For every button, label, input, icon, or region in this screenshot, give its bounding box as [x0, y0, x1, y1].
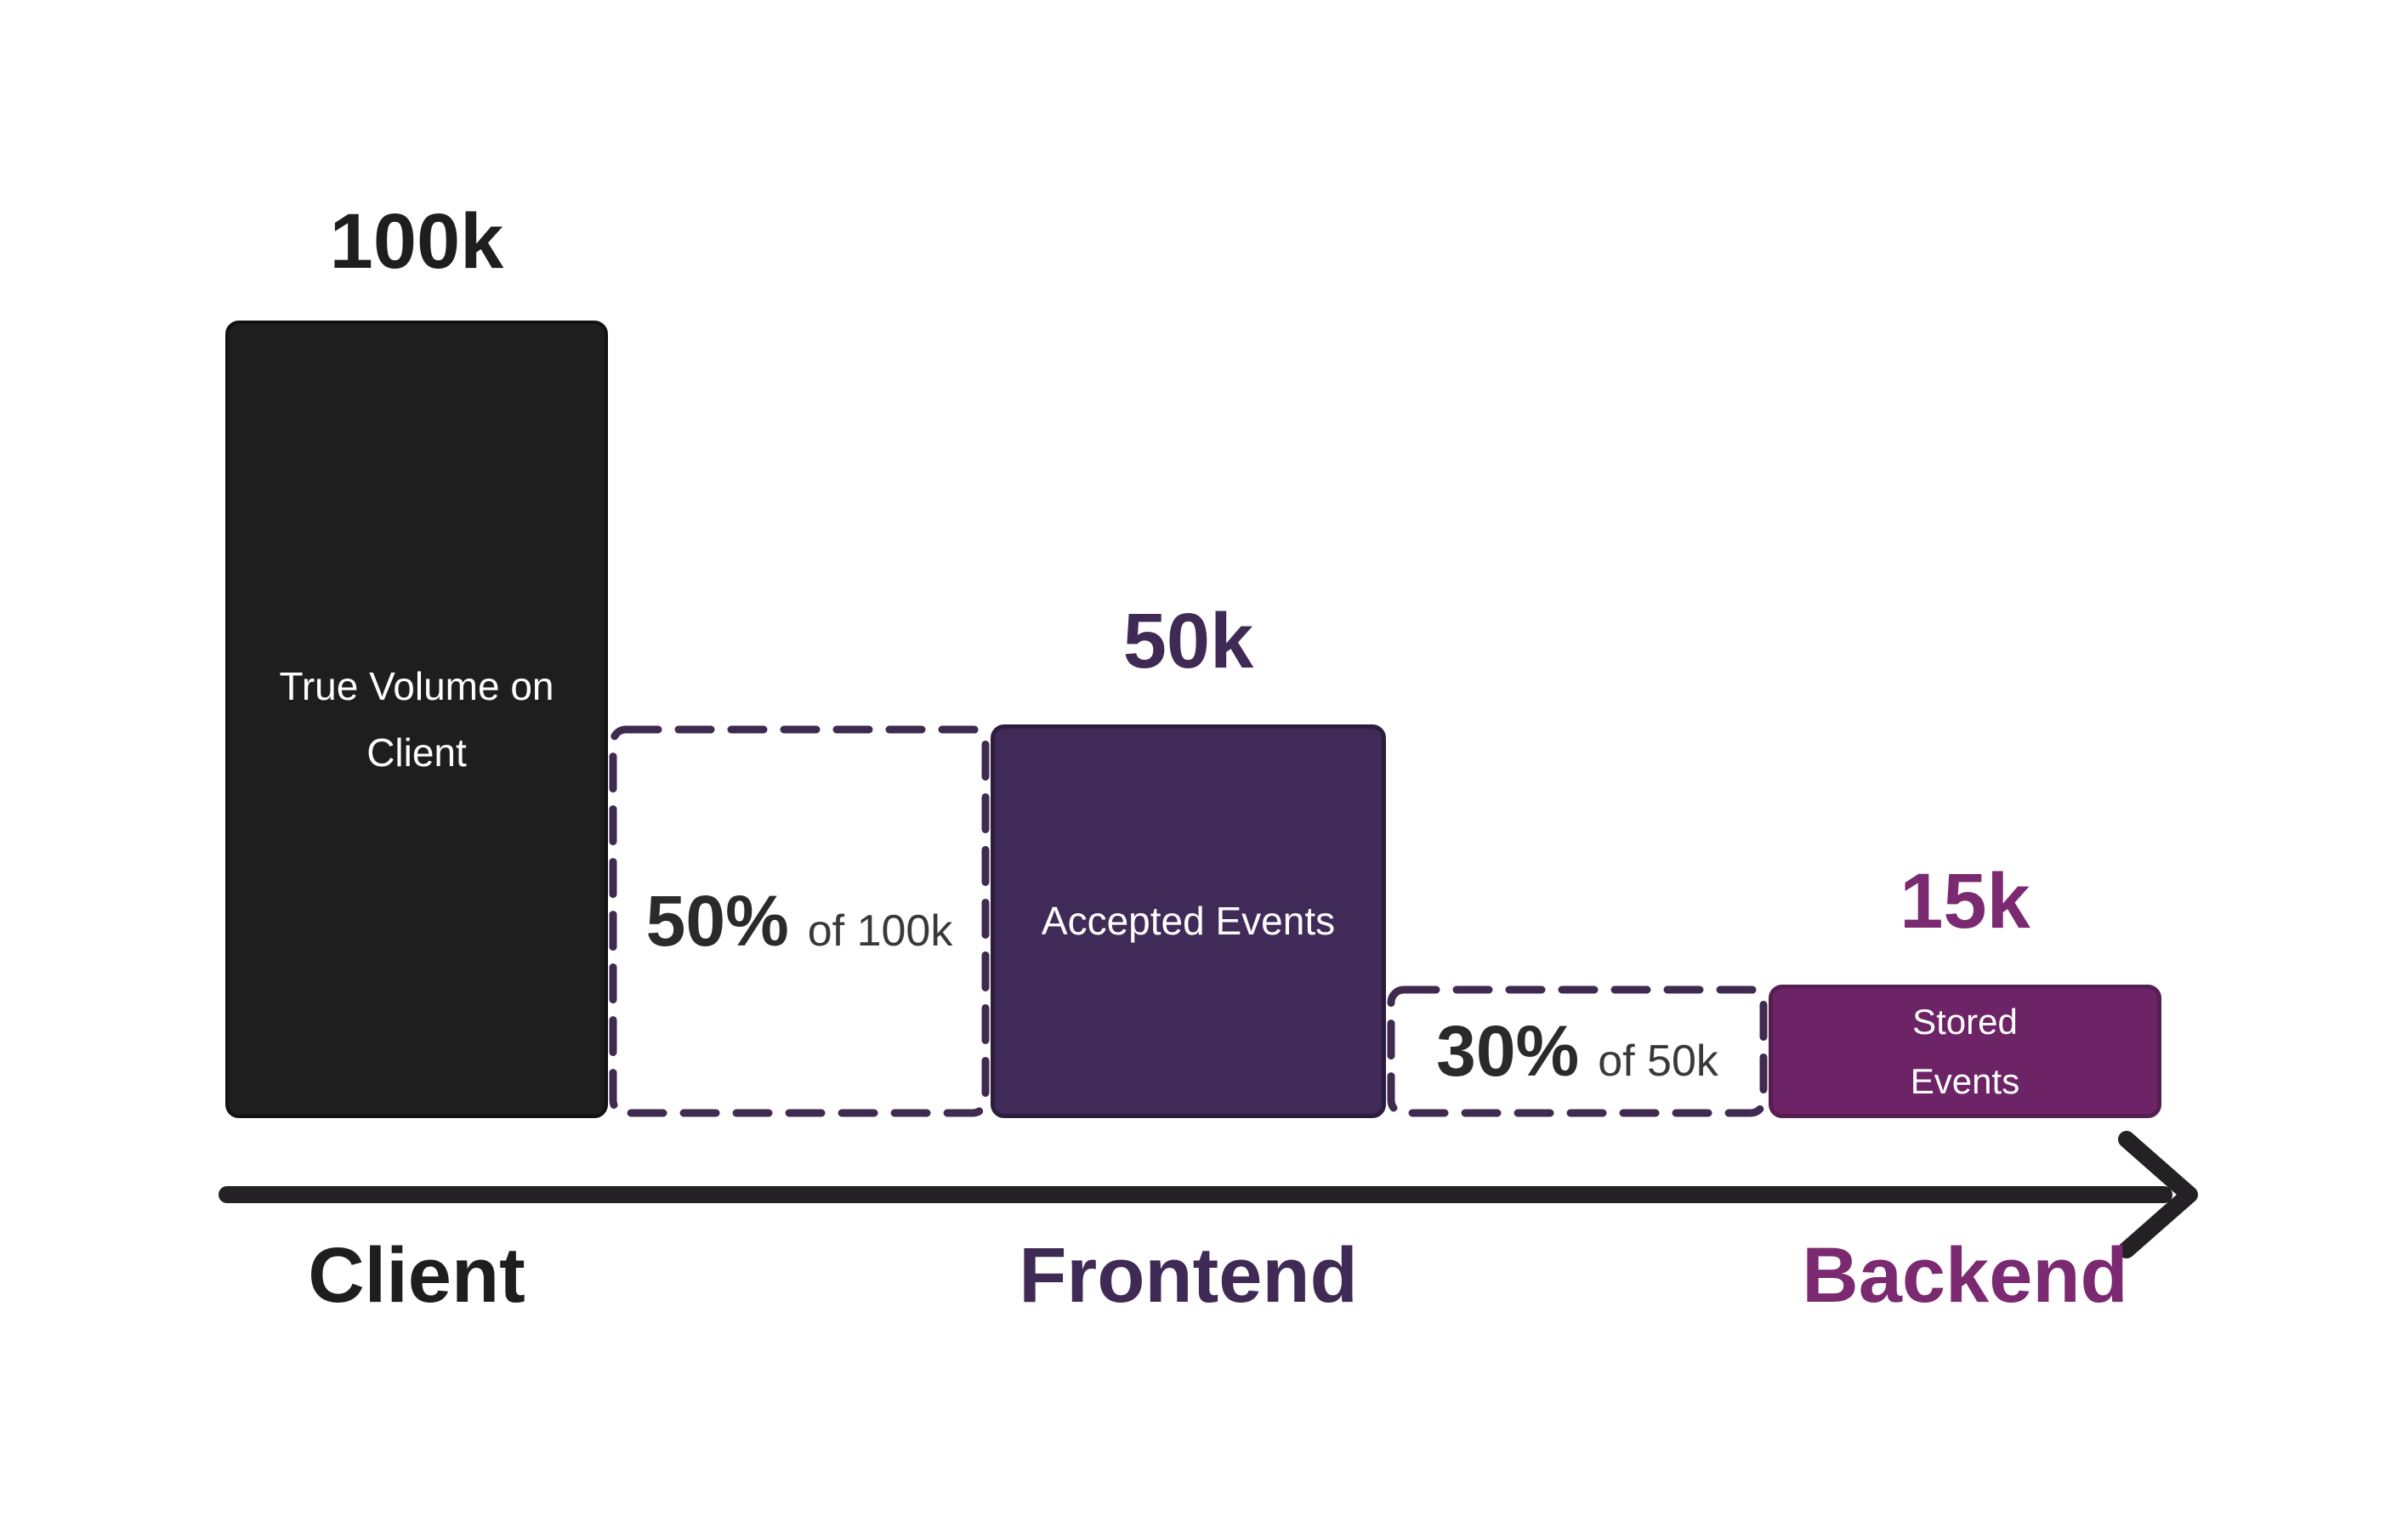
retention-annotation-1: 50% of 100k [646, 880, 953, 963]
bar-client-label: True Volume on Client [279, 663, 554, 775]
retention-box-frontend-to-backend: 30% of 50k [1386, 985, 1769, 1118]
retention-box-client-to-frontend: 50% of 100k [608, 724, 991, 1118]
retention-annotation-2: 30% of 50k [1436, 1010, 1718, 1093]
value-label-frontend: 50k [1122, 598, 1254, 684]
retention-of-2: of 50k [1598, 1036, 1718, 1086]
dashed-border-icon [609, 725, 990, 1117]
arrow-right-icon [219, 1131, 2198, 1258]
bar-backend-label: Stored Events [1910, 1002, 2020, 1101]
bar-frontend-label: Accepted Events [1041, 899, 1336, 944]
bar-client-true-volume: True Volume on Client [225, 321, 608, 1118]
axis-label-client: Client [308, 1232, 525, 1319]
retention-of-1: of 100k [807, 906, 953, 956]
retention-percent-1: 50% [645, 881, 789, 961]
bar-frontend-accepted-events: Accepted Events [991, 724, 1386, 1118]
value-label-backend: 15k [1900, 858, 2030, 945]
axis-label-backend: Backend [1802, 1232, 2128, 1319]
value-label-client: 100k [329, 198, 504, 285]
axis-label-frontend: Frontend [1019, 1232, 1358, 1319]
retention-percent-2: 30% [1436, 1011, 1580, 1091]
dashed-border-icon [1387, 985, 1768, 1117]
bar-backend-stored-events: Stored Events [1769, 985, 2161, 1118]
